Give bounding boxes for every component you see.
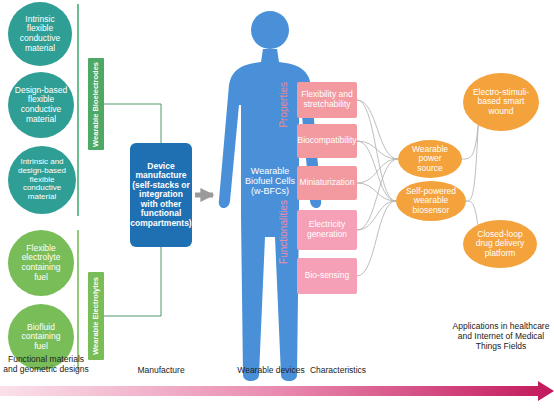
text-wrapper: Bio-sensing — [300, 258, 354, 294]
timeline-arrow — [0, 381, 554, 401]
connector-line — [357, 201, 396, 230]
group-label: Properties — [278, 82, 292, 128]
connector-line — [466, 125, 478, 201]
connector-line — [104, 104, 161, 143]
node-text: Miniaturization — [300, 178, 355, 188]
text-wrapper: Self-powered wearable biosensor — [404, 181, 458, 221]
connector-line — [466, 201, 478, 225]
node-text: Design-based flexible conductive materia… — [14, 86, 68, 124]
node-text: Wearable power source — [405, 145, 455, 174]
node-text: Electricity generation — [300, 220, 354, 239]
node-text: Wearable Bioelectrodes — [92, 62, 100, 147]
bracket-line — [77, 230, 79, 370]
ellipse-shape — [463, 73, 539, 131]
text-wrapper: Wearable Bioelectrodes — [88, 58, 104, 150]
function-box: Electricity generation — [297, 210, 357, 250]
text-wrapper: Design-based flexible conductive materia… — [14, 72, 68, 138]
text-wrapper: Flexibility and stretchability — [300, 82, 354, 118]
stage-label: Functional materials and geometric desig… — [0, 355, 92, 375]
text-wrapper: Wearable power source — [405, 140, 455, 178]
node-text: Biocompatibility — [297, 136, 356, 146]
text-wrapper: Device manufacture (self-stacks or integ… — [134, 143, 188, 247]
application-ellipse: Self-powered wearable biosensor — [396, 181, 466, 221]
ellipse-shape — [463, 220, 537, 268]
group-label: Functionalities — [278, 200, 292, 264]
connector-line — [357, 159, 398, 183]
connector-line — [357, 100, 398, 159]
text-wrapper: Closed-loop drug delivery platform — [471, 220, 529, 268]
flow-arrow — [195, 193, 213, 198]
stage-label: Manufacture — [126, 366, 196, 376]
connector-line — [357, 100, 396, 201]
node-text: Intrinsic and design-based flexible cond… — [15, 158, 69, 203]
node-text: Wearable Biofuel Cells (w-BFCs) — [241, 166, 299, 196]
material-circle: Intrinsic flexible conductive material — [8, 2, 72, 66]
stage-label: Wearable devices — [230, 366, 312, 376]
node-text: Intrinsic flexible conductive material — [15, 15, 65, 53]
function-box: Bio-sensing — [297, 258, 357, 294]
node-text: Bio-sensing — [305, 271, 349, 281]
electrolyte-circle: Flexible electrolyte containing fuel — [8, 230, 74, 296]
text-wrapper: Biocompatibility — [300, 124, 354, 158]
text-wrapper: Wearable Biofuel Cells (w-BFCs) — [241, 153, 299, 209]
ellipse-shape — [396, 181, 466, 221]
connector-line — [462, 125, 478, 159]
application-ellipse: Wearable power source — [398, 140, 462, 178]
text-wrapper: Flexible electrolyte containing fuel — [15, 230, 67, 296]
node-text: Electro-stimuli-based smart wound — [472, 88, 530, 117]
property-box: Flexibility and stretchability — [297, 82, 357, 118]
ellipse-shape — [398, 140, 462, 178]
text-wrapper: Wearable Electrolytes — [88, 272, 104, 360]
stage-label: Characteristics — [298, 366, 378, 376]
node-text: Wearable Electrolytes — [92, 277, 100, 355]
material-circle: Design-based flexible conductive materia… — [8, 72, 74, 138]
application-ellipse: Closed-loop drug delivery platform — [463, 220, 537, 268]
stage-label: Applications in healthcare and Internet … — [448, 322, 554, 351]
node-text: Device manufacture (self-stacks or integ… — [130, 162, 191, 229]
material-circle: Intrinsic and design-based flexible cond… — [8, 146, 76, 214]
node-text: Self-powered wearable biosensor — [404, 187, 458, 216]
node-text: Biofluid containing fuel — [16, 323, 66, 352]
connector-line — [357, 201, 396, 276]
text-wrapper: Intrinsic flexible conductive material — [15, 2, 65, 66]
group-tag: Wearable Bioelectrodes — [88, 58, 104, 150]
ellipse-shape — [8, 2, 72, 66]
node-text: Closed-loop drug delivery platform — [471, 230, 529, 259]
ellipse-shape — [8, 146, 76, 214]
ellipse-shape — [8, 230, 74, 296]
application-ellipse: Electro-stimuli-based smart wound — [463, 73, 539, 131]
connector-line — [357, 141, 396, 201]
text-wrapper: Intrinsic and design-based flexible cond… — [15, 146, 69, 214]
text-wrapper: Miniaturization — [300, 166, 354, 200]
property-box: Biocompatibility — [297, 124, 357, 158]
bracket-line — [77, 4, 79, 216]
process-box: Device manufacture (self-stacks or integ… — [130, 143, 192, 247]
text-wrapper: Electro-stimuli-based smart wound — [472, 73, 530, 131]
node-text: Flexible electrolyte containing fuel — [15, 244, 67, 282]
human-head — [251, 11, 289, 49]
group-tag: Wearable Electrolytes — [88, 272, 104, 360]
connector-line — [104, 247, 161, 316]
text-wrapper: Electricity generation — [300, 210, 354, 250]
connector-line — [357, 159, 398, 230]
node-text: Flexibility and stretchability — [300, 90, 354, 109]
ellipse-shape — [8, 72, 74, 138]
property-box: Miniaturization — [297, 166, 357, 200]
